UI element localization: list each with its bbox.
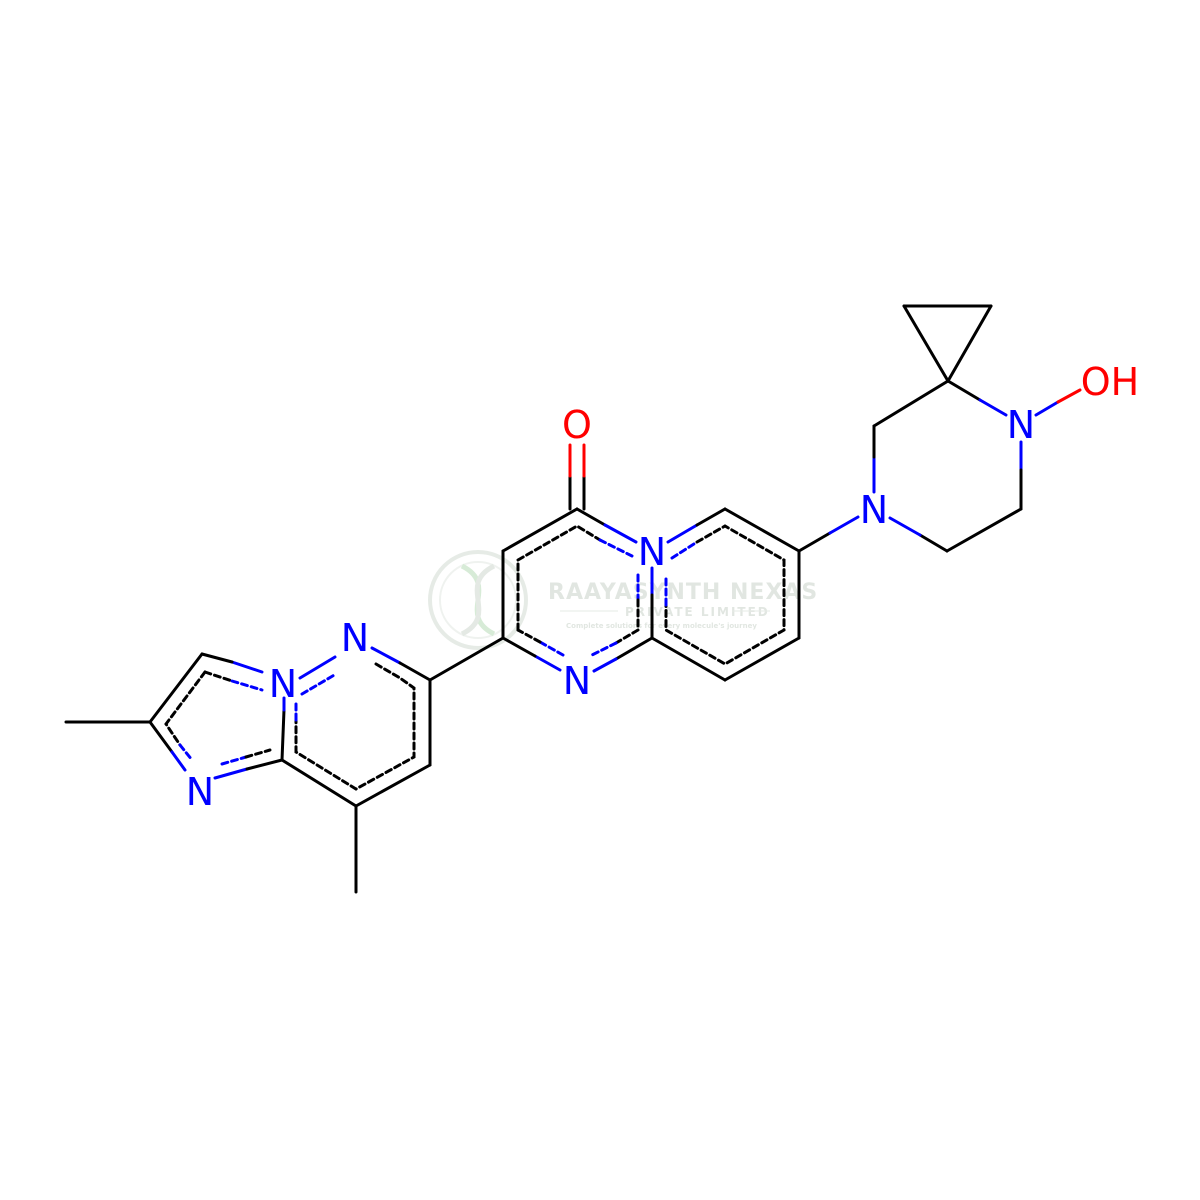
atom-n-bridge-left: N (269, 662, 297, 706)
carbonyl-group (568, 443, 586, 511)
piperazine-ring (872, 379, 1023, 553)
watermark: RAAYASYNTH NEXAS PRIVATE LIMITED Complet… (428, 550, 818, 650)
atom-n-piperazine-a: N (860, 488, 888, 532)
atom-n-bridge-right: N (638, 530, 666, 574)
atom-n-pyrimidine: N (563, 659, 591, 703)
cyclopropane-ring (902, 304, 993, 383)
pyrimidinone-ring (501, 507, 654, 673)
dna-helix-icon (428, 550, 528, 650)
pyridine-piperazine-bond (797, 531, 832, 553)
imidazole-ring (148, 652, 286, 780)
n-oh-bond (1034, 400, 1060, 417)
watermark-subtitle: PRIVATE LIMITED (625, 605, 770, 619)
atom-n-imidazole: N (186, 770, 214, 814)
pyridazine-ring (280, 646, 432, 808)
atom-oh-group: OH (1081, 360, 1139, 404)
watermark-tagline: Complete solutions for every molecule's … (566, 622, 757, 630)
atom-o-carbonyl: O (562, 403, 592, 447)
watermark-title: RAAYASYNTH NEXAS (548, 580, 818, 605)
atom-n-piperazine-b: N (1007, 403, 1035, 447)
pyridine-ring (650, 507, 801, 682)
atom-n-pyridazine: N (341, 616, 369, 660)
ring-linker-bond (428, 636, 505, 682)
